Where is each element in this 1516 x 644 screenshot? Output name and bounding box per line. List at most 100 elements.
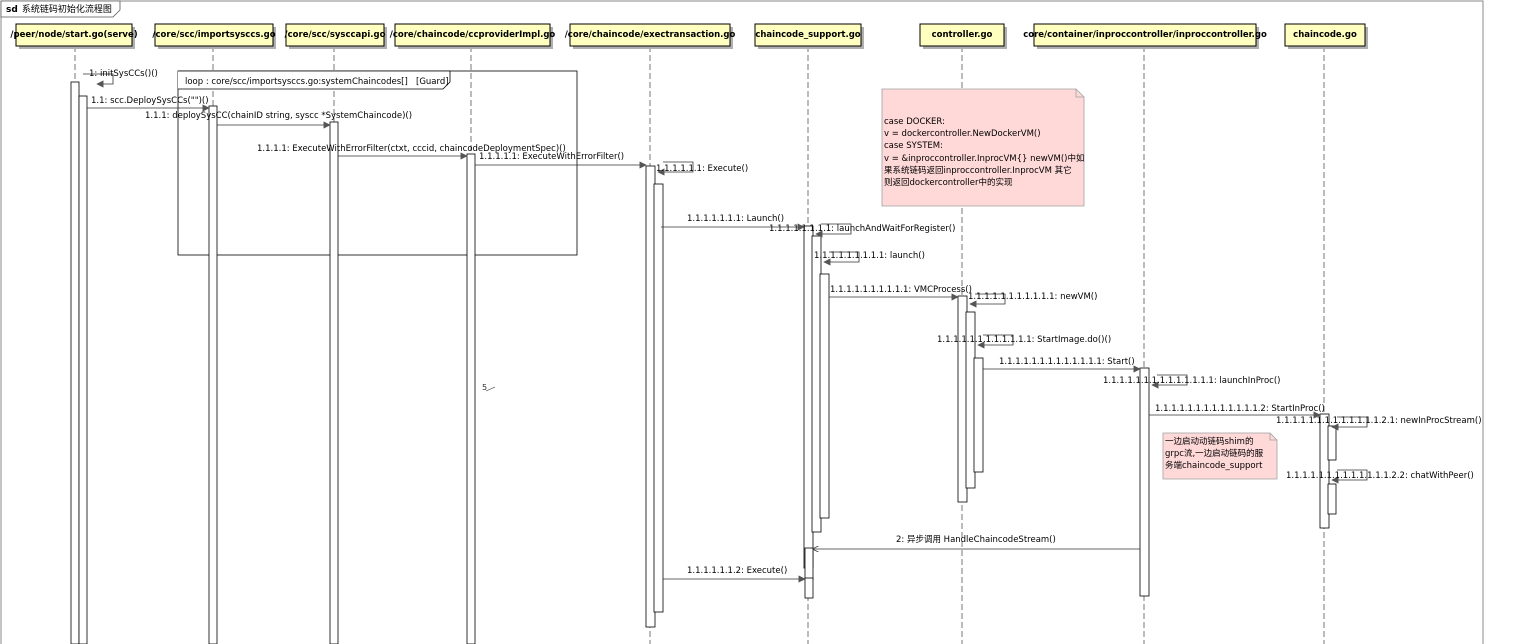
message-label: 1.1.1.1.1.1.1.1: launchAndWaitForRegiste… xyxy=(769,224,955,234)
message-17: 2: 异步调用 HandleChaincodeStream() xyxy=(813,535,1140,549)
frame-border xyxy=(0,0,1484,644)
message-7: 1.1.1.1.1.1.1.1: launchAndWaitForRegiste… xyxy=(769,223,955,238)
message-9: 1.1.1.1.1.1.1.1.1.1: VMCProcess() xyxy=(829,285,972,301)
activation-bar xyxy=(819,273,830,519)
activation-bar xyxy=(78,95,88,644)
message-14: 1.1.1.1.1.1.1.1.1.1.1.1.1.2: StartInProc… xyxy=(1149,404,1325,419)
message-6: 1.1.1.1.1.1.1: Launch() xyxy=(661,214,805,231)
self-message-arrow xyxy=(657,161,694,176)
frame-title: 系统链码初始化流程图 xyxy=(22,3,112,15)
lifeline-header xyxy=(1033,23,1257,47)
message-label: 1.1.1.1.1.1.1.1.1.1.1.1.1: Start() xyxy=(999,357,1135,367)
lifeline-header xyxy=(569,23,731,47)
lifeline-l7: core/container/inproccontroller/inprocco… xyxy=(1023,23,1267,644)
lifeline-header xyxy=(15,23,133,47)
lifeline-l4: /core/chaincode/exectransaction.go xyxy=(565,23,736,644)
message-8: 1.1.1.1.1.1.1.1.1: launch() xyxy=(814,251,925,266)
note-shim-line-2: 务端chaincode_support xyxy=(1165,460,1263,471)
messages: 1: initSysCCs()() 1.1: scc.DeploySysCCs("… xyxy=(83,69,1482,583)
activation-bar xyxy=(208,105,218,644)
lifeline-label: /core/scc/sysccapi.go xyxy=(285,30,386,40)
lifeline-header xyxy=(754,23,862,47)
self-message-arrow xyxy=(977,334,1014,349)
message-label: 1.1.1.1.1.1.1.1.1.1.1.1.1.2.1: newInProc… xyxy=(1276,416,1482,426)
message-16: 1.1.1.1.1.1.1.1.1.1.1.1.1.2.2: chatWithP… xyxy=(1286,469,1474,484)
lifeline-label: chaincode.go xyxy=(1293,30,1357,40)
activation-bar xyxy=(1327,483,1337,515)
loop-fragment: loop : core/scc/importsysccs.go:systemCh… xyxy=(177,70,578,256)
loop-label: loop : core/scc/importsysccs.go:systemCh… xyxy=(185,77,408,87)
activation-bar xyxy=(70,81,80,644)
lifeline-label: chaincode_support.go xyxy=(755,30,860,40)
note-vm-line-4: 果系统链码返回inproccontroller.InprocVM 其它 xyxy=(884,165,1072,176)
activation-bar xyxy=(653,183,664,613)
self-message-arrow xyxy=(1151,374,1188,389)
note-vm-line-0: case DOCKER: xyxy=(884,117,945,127)
frame-tab xyxy=(0,0,121,18)
self-message-arrow xyxy=(1331,416,1368,431)
activation-bar xyxy=(1327,425,1337,461)
message-13: 1.1.1.1.1.1.1.1.1.1.1.1.1.1: launchInPro… xyxy=(1103,374,1281,389)
self-message-arrow xyxy=(1331,469,1368,484)
message-12: 1.1.1.1.1.1.1.1.1.1.1.1.1: Start() xyxy=(983,357,1141,373)
note-shim-grpc: 一边启动动链码shim的 grpc流,一边启动链码的服 务端chaincode_… xyxy=(1162,432,1278,480)
note-vm-line-2: case SYSTEM: xyxy=(884,141,943,151)
message-label: 1.1.1.1.1.1.1.1.1.1.1.1: StartImage.do()… xyxy=(937,335,1111,345)
stray-mark: 5 xyxy=(482,383,487,392)
message-2: 1.1.1: deploySysCC(chainID string, syscc… xyxy=(145,111,412,129)
lifeline-header xyxy=(154,23,274,47)
message-label: 1.1: scc.DeploySysCCs("")() xyxy=(91,96,209,106)
message-3: 1.1.1.1: ExecuteWithErrorFilter(ctxt, cc… xyxy=(257,144,566,160)
message-label: 1.1.1.1.1.1.1.1.1.1.1.1.1.2.2: chatWithP… xyxy=(1286,471,1474,481)
message-11: 1.1.1.1.1.1.1.1.1.1.1.1: StartImage.do()… xyxy=(937,334,1111,349)
note-vm-line-5: 则返回dockercontroller中的实现 xyxy=(884,177,1013,188)
message-label: 1.1.1.1.1.1.1.1.1.1.1.1.1.2: StartInProc… xyxy=(1155,404,1325,414)
message-label: 1.1.1.1: ExecuteWithErrorFilter(ctxt, cc… xyxy=(257,144,566,154)
message-label: 2: 异步调用 HandleChaincodeStream() xyxy=(896,535,1056,545)
message-label: 1.1.1.1.1.1: Execute() xyxy=(656,164,748,174)
activation-bars xyxy=(70,81,1337,644)
message-15: 1.1.1.1.1.1.1.1.1.1.1.1.1.2.1: newInProc… xyxy=(1276,416,1482,431)
self-message-arrow xyxy=(815,223,852,238)
lifeline-l1: /core/scc/importsysccs.go xyxy=(152,23,276,644)
message-label: 1.1.1: deploySysCC(chainID string, syscc… xyxy=(145,111,412,121)
note-shim-line-1: grpc流,一边启动链码的服 xyxy=(1165,448,1264,459)
lifeline-l8: chaincode.go xyxy=(1284,23,1368,644)
lifeline-header xyxy=(394,23,551,47)
lifeline-label: /peer/node/start.go(serve) xyxy=(10,30,137,40)
lifeline-header xyxy=(919,23,1005,47)
message-label: 1: initSysCCs()() xyxy=(89,69,158,79)
note-shim-line-0: 一边启动动链码shim的 xyxy=(1165,436,1253,447)
message-label: 1.1.1.1.1.1.1.1.1.1: VMCProcess() xyxy=(830,285,972,295)
note-vm-selection: case DOCKER: v = dockercontroller.NewDoc… xyxy=(881,88,1084,207)
message-0: 1: initSysCCs()() xyxy=(83,69,158,88)
stray-mark-arrow xyxy=(485,386,496,392)
lifeline-header xyxy=(1284,23,1366,47)
message-label: 1.1.1.1.1: ExecuteWithErrorFilter() xyxy=(479,152,624,162)
note-vm-line-1: v = dockercontroller.NewDockerVM() xyxy=(884,129,1041,139)
self-message-arrow xyxy=(83,73,114,88)
activation-bar xyxy=(329,121,339,644)
note-vm-line-3: v = &inproccontroller.InprocVM{} newVM()… xyxy=(884,153,1084,164)
lifeline-header xyxy=(285,23,385,47)
activation-bar xyxy=(1139,367,1150,597)
lifeline-label: /core/chaincode/ccproviderImpl.go xyxy=(390,30,556,40)
message-label: 1.1.1.1.1.1.1.1.1.1.1.1.1.1: launchInPro… xyxy=(1103,376,1281,386)
message-10: 1.1.1.1.1.1.1.1.1.1.1: newVM() xyxy=(968,292,1097,308)
lifeline-label: /core/scc/importsysccs.go xyxy=(152,30,275,40)
message-5: 1.1.1.1.1.1: Execute() xyxy=(656,161,748,176)
lifeline-label: core/container/inproccontroller/inprocco… xyxy=(1023,30,1267,40)
message-label: 1.1.1.1.1.1.2: Execute() xyxy=(687,566,787,576)
lifeline-label: controller.go xyxy=(932,30,993,40)
lifeline-l0: /peer/node/start.go(serve) xyxy=(10,23,138,644)
lifeline-label: /core/chaincode/exectransaction.go xyxy=(565,30,736,40)
frame-tag: sd xyxy=(6,5,18,15)
message-label: 1.1.1.1.1.1.1.1.1.1.1: newVM() xyxy=(968,292,1097,302)
activation-bar xyxy=(804,577,814,599)
activation-bar xyxy=(1319,413,1330,529)
self-message-arrow xyxy=(969,293,1006,308)
self-message-arrow xyxy=(823,251,860,266)
message-label: 1.1.1.1.1.1.1: Launch() xyxy=(687,214,784,224)
